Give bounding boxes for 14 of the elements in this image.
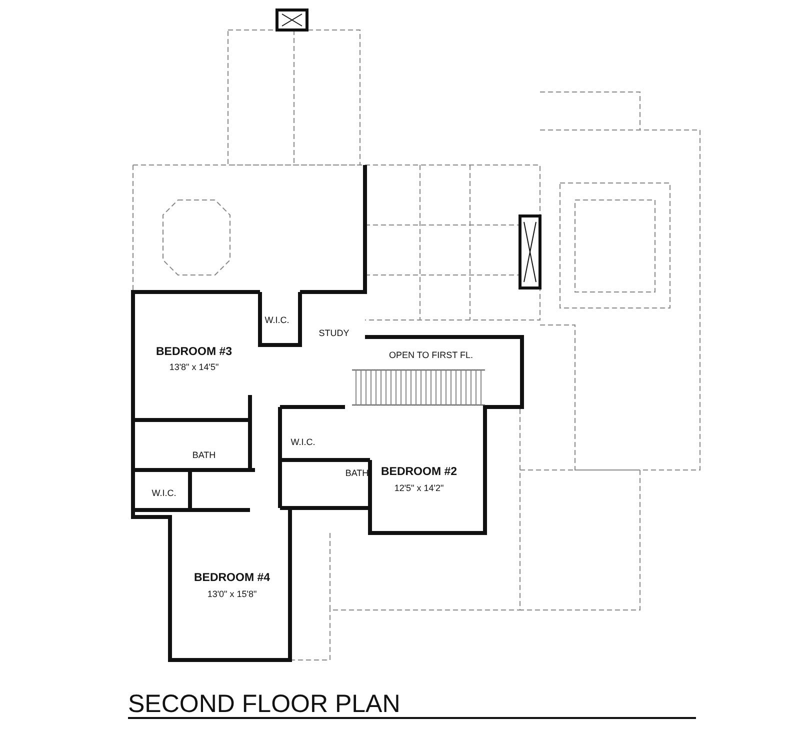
room-label: BATH: [345, 468, 369, 478]
room-name: BEDROOM #4: [194, 572, 270, 584]
room-label: OPEN TO FIRST FL.: [388, 350, 474, 360]
room-label: 13'0" x 15'8": [207, 589, 257, 599]
room-name: BEDROOM #3: [156, 346, 232, 358]
room-label: BATH: [192, 450, 216, 460]
room-label: STUDY: [318, 328, 350, 338]
room-name: BEDROOM #2: [380, 466, 458, 478]
room-label: W.I.C.: [290, 437, 316, 447]
plan-title: SECOND FLOOR PLAN: [128, 690, 400, 719]
room-label: 13'8" x 14'5": [169, 362, 219, 372]
room-label: W.I.C.: [264, 315, 290, 325]
room-label: 12'5" x 14'2": [394, 483, 444, 493]
room-label: W.I.C.: [152, 488, 176, 498]
